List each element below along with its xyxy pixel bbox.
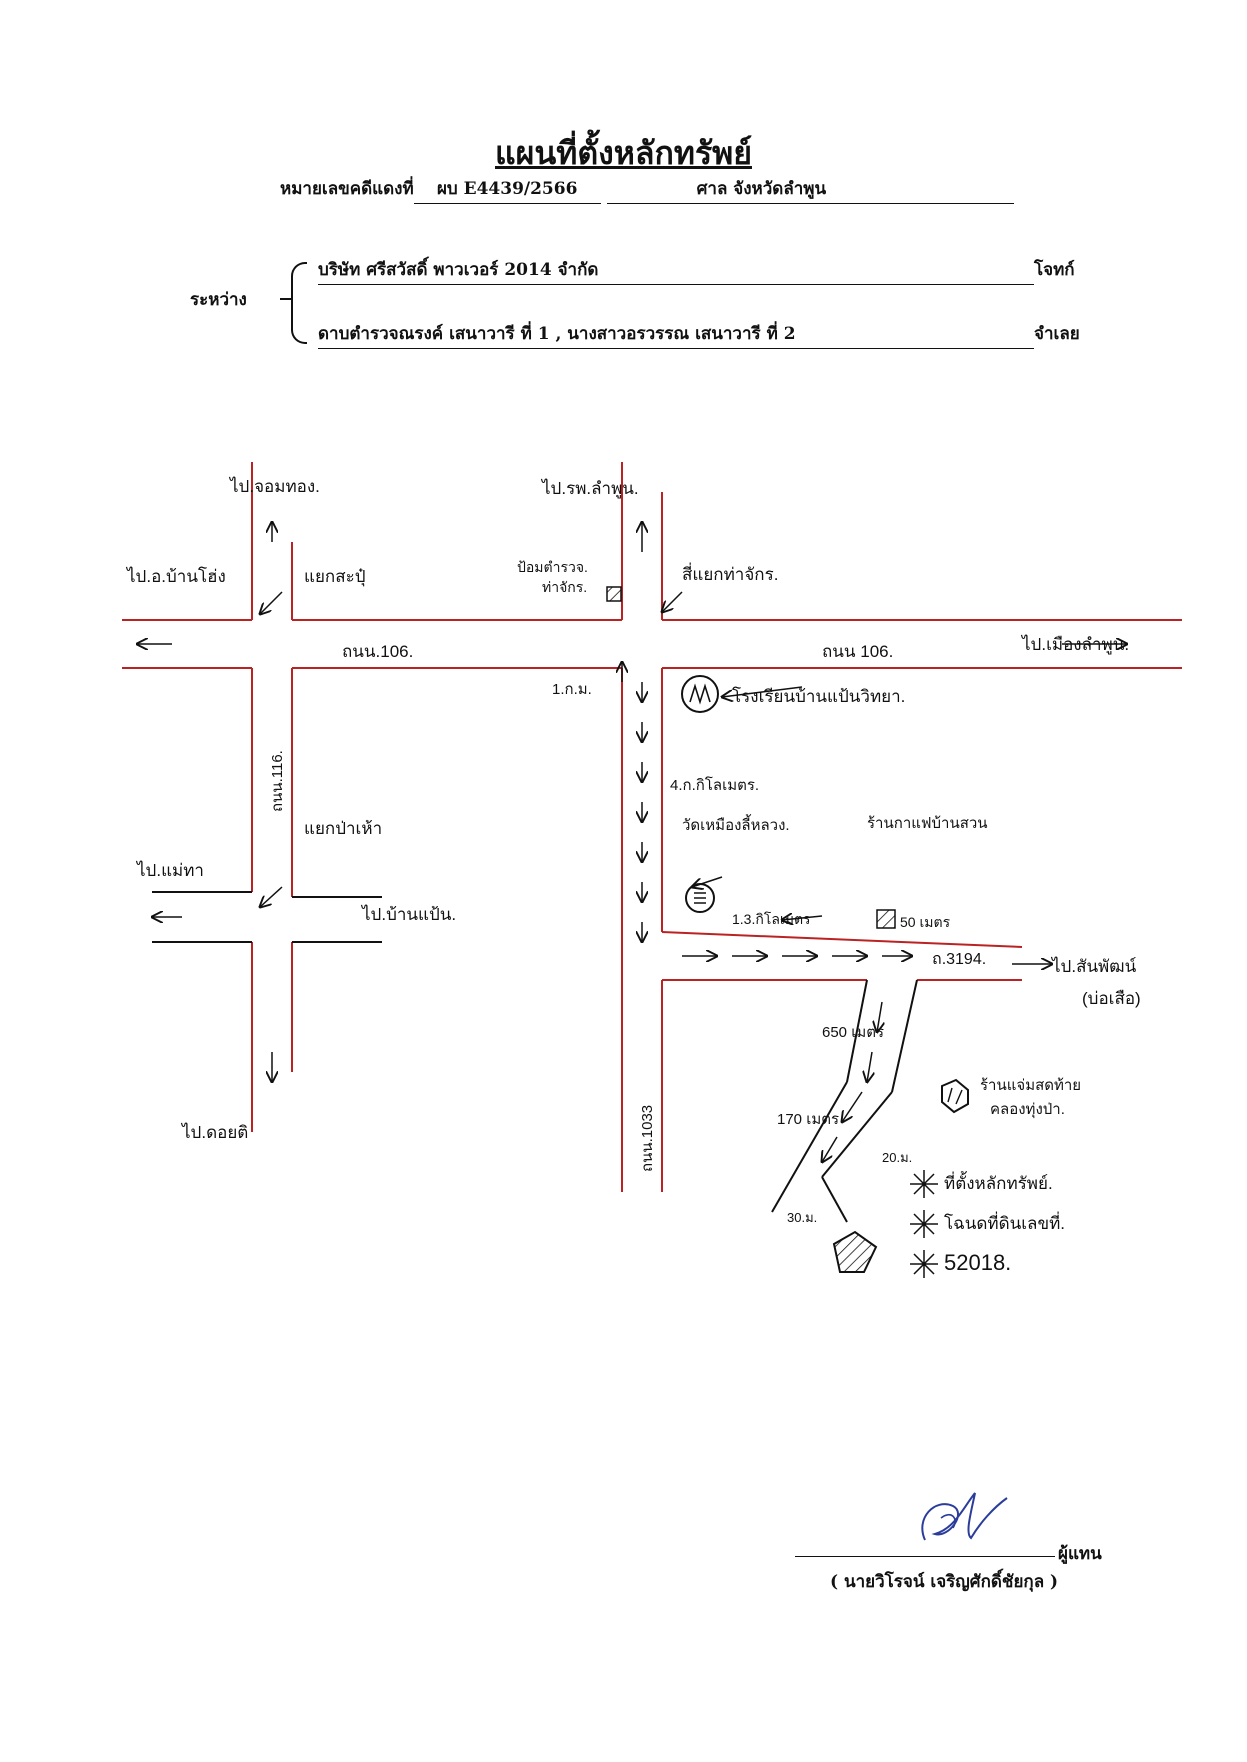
label-sapu-junction: แยกสะปุ๋ <box>304 567 366 587</box>
police-box-marker <box>606 586 622 602</box>
grocery-marker <box>941 1078 969 1114</box>
label-m-50: 50 เมตร <box>900 914 951 930</box>
label-to-chomthong: ไป.จอมทอง. <box>228 476 320 496</box>
label-property-1: ที่ตั้งหลักทรัพย์. <box>944 1171 1053 1193</box>
label-road-116: ถนน.116. <box>269 750 286 812</box>
label-temple: วัดเหมืองลี้หลวง. <box>682 814 790 834</box>
label-to-san-pa-tong: ไป.สันพัฒน์ <box>1050 956 1137 976</box>
label-property-2: โฉนดที่ดินเลขที่. <box>944 1211 1065 1233</box>
label-grocery: ร้านแจ่มสดท้าย <box>980 1077 1081 1094</box>
case-label: หมายเลขคดีแดงที่ <box>280 179 414 199</box>
between-label: ระหว่าง <box>190 290 247 310</box>
brace-tip <box>280 298 292 306</box>
school-marker <box>681 675 719 713</box>
case-number: ผบ E4439/2566 <box>413 175 601 204</box>
side-road <box>771 979 918 1223</box>
signature-mark <box>921 1492 1008 1541</box>
label-to-lamphun-hospital: ไป.รพ.ลำพูน. <box>540 478 639 499</box>
signature-line <box>795 1556 1055 1557</box>
label-to-doi-ti: ไป.ดอยติ <box>180 1122 248 1142</box>
property-marker <box>832 1230 878 1273</box>
label-police-box-2: ท่าจักร. <box>542 579 587 595</box>
label-grocery-2: คลองทุ่งป่า. <box>990 1101 1065 1119</box>
label-pa-hao-junction: แยกป่าเห้า <box>304 819 382 838</box>
signer-name: ( นายวิโรจน์ เจริญศักดิ์ชัยกุล ) <box>830 1572 1059 1592</box>
label-m-170: 170 เมตร <box>777 1111 839 1128</box>
coffee-shop-marker <box>876 909 896 929</box>
plaintiff-line: บริษัท ศรีสวัสดิ์ พาวเวอร์ 2014 จำกัดโจท… <box>318 256 1075 285</box>
plaintiff-role: โจทก์ <box>1034 260 1075 280</box>
label-road-106-east: ถนน 106. <box>822 642 893 661</box>
road-1033 <box>621 462 663 1192</box>
location-map: ไป.จอมทอง. ไป.รพ.ลำพูน. ไป.อ.บ้านโฮ่ง แย… <box>122 462 1182 1278</box>
temple-marker <box>685 883 715 913</box>
label-km-1-3: 1.3.กิโลเมตร <box>732 911 811 927</box>
property-stars <box>910 1170 938 1278</box>
label-to-lamphun-city: ไป.เมืองลำพูน. <box>1020 634 1129 655</box>
road-116 <box>251 462 293 1132</box>
court-name: ศาล จังหวัดลำพูน <box>606 175 1014 204</box>
label-road-3194: ถ.3194. <box>932 951 986 968</box>
label-road-106-west: ถนน.106. <box>342 642 413 661</box>
document-title: แผนที่ตั้งหลักทรัพย์ <box>495 134 752 172</box>
plaintiff-name: บริษัท ศรีสวัสดิ์ พาวเวอร์ 2014 จำกัด <box>318 256 1034 285</box>
defendant-role: จำเลย <box>1034 324 1080 344</box>
label-to-ban-hong: ไป.อ.บ้านโฮ่ง <box>125 566 226 586</box>
label-km-4: 4.ก.กิโลเมตร. <box>670 776 759 794</box>
defendant-name: ดาบตำรวจณรงค์ เสนาวารี ที่ 1 , นางสาวอรว… <box>318 320 1034 349</box>
label-km-1: 1.ก.ม. <box>552 681 592 698</box>
label-school: โรงเรียนบ้านแป้นวิทยา. <box>732 686 905 706</box>
label-m-650: 650 เมตร <box>822 1024 884 1041</box>
brace-mark <box>291 262 307 344</box>
direction-arrows <box>137 522 1127 1162</box>
road-3194 <box>661 931 1023 981</box>
road-mae-tha <box>152 891 382 943</box>
label-deed-no: 52018. <box>944 1250 1011 1275</box>
label-m-20: 20.ม. <box>882 1150 912 1165</box>
label-bo-sang: (บ่อเสือ) <box>1082 989 1141 1008</box>
label-to-ban-paen: ไป.บ้านแป้น. <box>360 904 456 924</box>
signer-role: ผู้แทน <box>1058 1544 1102 1564</box>
label-m-30: 30.ม. <box>787 1210 817 1225</box>
defendant-line: ดาบตำรวจณรงค์ เสนาวารี ที่ 1 , นางสาวอรว… <box>318 320 1080 349</box>
label-to-mae-tha: ไป.แม่ทา <box>135 860 204 880</box>
label-road-1033: ถนน.1033 <box>639 1105 656 1172</box>
case-line: หมายเลขคดีแดงที่ผบ E4439/2566 ศาล จังหวั… <box>280 175 1014 204</box>
label-coffee-shop: ร้านกาแฟบ้านสวน <box>867 815 988 832</box>
road-106 <box>122 619 1182 669</box>
label-police-box: ป้อมตำรวจ. <box>517 559 588 575</box>
label-tha-chak-junction: สี่แยกท่าจักร. <box>682 562 778 584</box>
